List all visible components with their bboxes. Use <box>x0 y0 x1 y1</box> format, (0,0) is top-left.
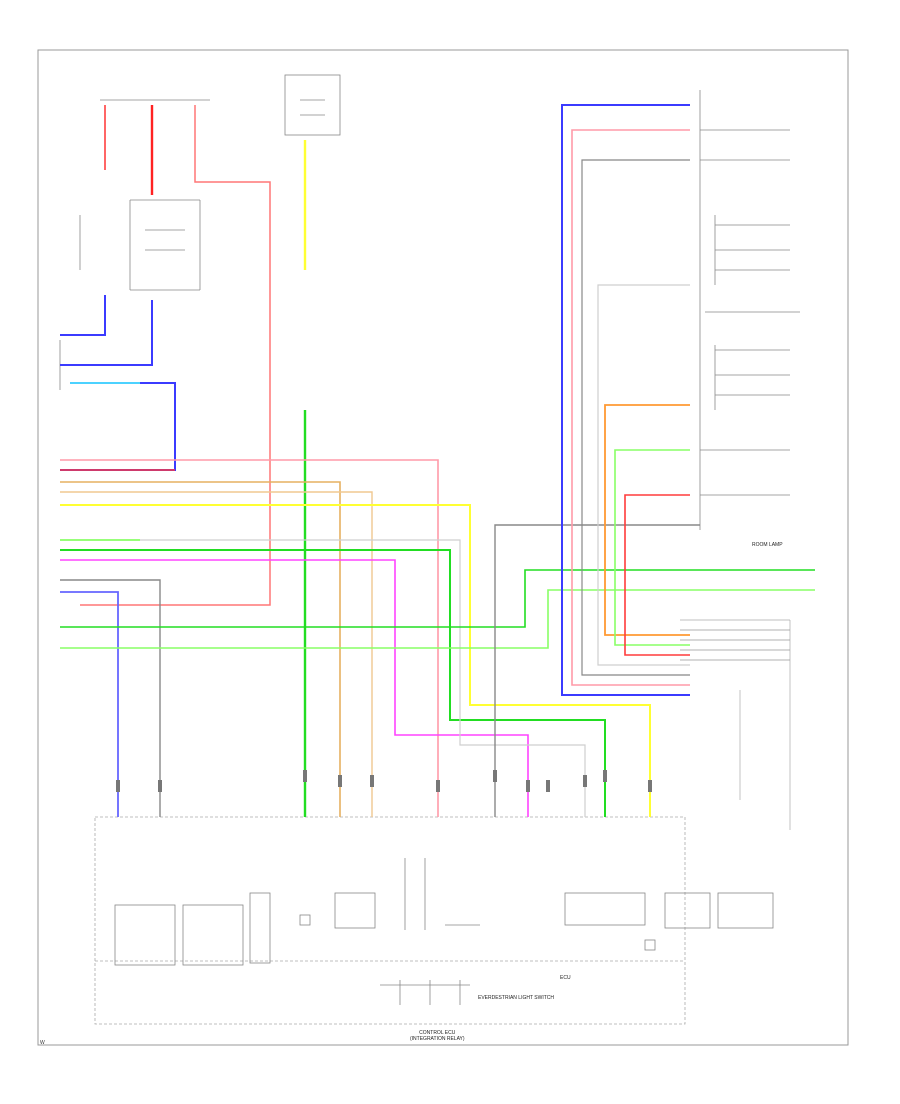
wire-lightgray-right <box>597 284 690 666</box>
wire-magenta-bus <box>60 559 529 817</box>
diagram-frame <box>37 49 849 1046</box>
ecu-label: ECU <box>560 975 571 981</box>
right-lamp-switches <box>699 90 800 530</box>
wire-lightgray-bus <box>140 539 586 817</box>
wire-tan-bus-1 <box>60 481 341 817</box>
wire-pink-right <box>571 129 690 686</box>
control-module-box <box>94 816 686 1025</box>
right-connector <box>680 619 791 830</box>
wire-gray-right-2 <box>581 159 690 676</box>
wire-yellow-bus <box>60 504 651 817</box>
wire-gray-right <box>494 524 700 817</box>
relay-block-top-left <box>59 99 210 390</box>
module-components <box>114 858 774 1005</box>
wire-pink-top <box>80 105 271 606</box>
room-lamp-label: ROOM LAMP <box>752 542 783 548</box>
wire-tan-bus-2 <box>60 491 373 817</box>
terminals <box>116 770 652 792</box>
module-label: CONTROL ECU (INTEGRATION RELAY) <box>410 1030 465 1042</box>
wire-green-bus-1 <box>60 549 606 817</box>
top-center-switch <box>284 74 341 136</box>
switch-label: EVERDESTRIAN LIGHT SWITCH <box>478 995 555 1001</box>
wire-blue-center <box>60 300 153 366</box>
wire-lightgreen-long-2 <box>60 589 815 649</box>
wire-blue-long <box>60 382 176 471</box>
wire-green-long-1 <box>60 569 815 628</box>
wire-blue-right <box>561 104 690 696</box>
wire-lightgreen-right <box>614 449 690 646</box>
wire-red-right <box>624 494 690 656</box>
wire-orange-right <box>604 404 690 636</box>
wire-pink-bus-1 <box>60 459 439 817</box>
wire-blue-bus <box>60 591 119 817</box>
wire-blue-left <box>60 295 106 336</box>
footer-code: W <box>40 1040 45 1046</box>
wire-gray-bus <box>60 579 161 817</box>
